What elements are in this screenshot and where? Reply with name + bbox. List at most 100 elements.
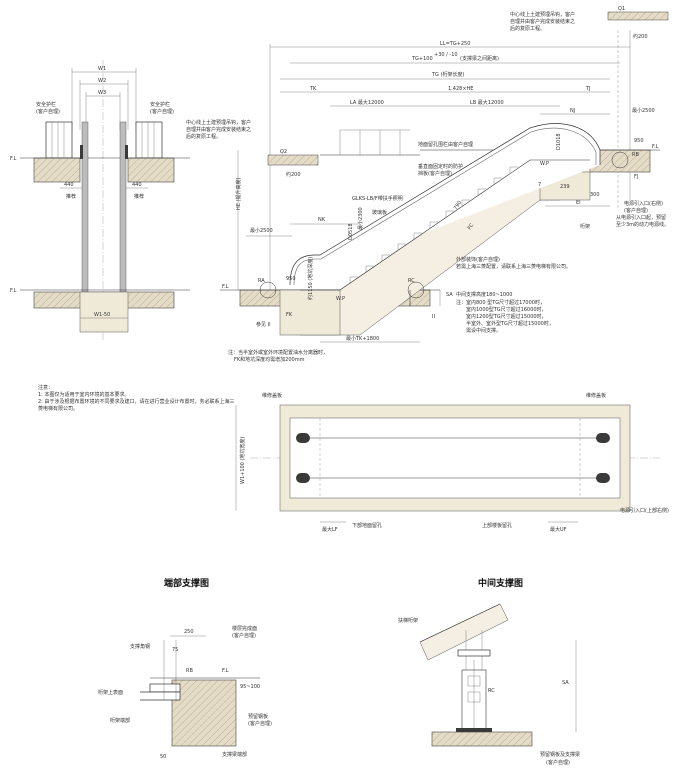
end-support-title: 端部支撑图 (164, 577, 209, 589)
dim-950-top: 950 (634, 138, 644, 144)
note-hook-top-2: 自理并由客户完成安装结束之 (510, 18, 575, 25)
note-power-4: 至少3m的动力电源线。 (616, 221, 669, 228)
dim-fk-range: 约1150 (地坑深度) (307, 257, 314, 300)
mid-embed-1: 预留钢板及支撑梁 (540, 751, 580, 758)
notes-item-1: 1: 本图仅为适用于室内环境的基本要求。 (38, 392, 130, 398)
note-outdoor-1: 注：当半室外或室外环境配置油水分离器时， (228, 349, 328, 356)
note-power-1: 电源引入口(右侧) (624, 200, 663, 207)
dim-ll: LL=TG+250 (440, 41, 470, 47)
dim-la: LA 最大12000 (350, 99, 384, 106)
plan-view: W1+100 (地坑宽度) 维修盖板 维修盖板 下部地面留孔 上部楼板留孔 最大… (235, 392, 669, 533)
plan-power: 电源引入口(上部右侧) (620, 507, 669, 514)
guard-label-right-2: (客户自理) (150, 108, 174, 115)
dim-200-left: 约200 (286, 171, 301, 178)
dim-fk: FK (286, 312, 293, 318)
end-support-view: 端部支撑图 250 75 RB F.L 95~100 50 支撑角钢 桁架上表面… (98, 577, 272, 760)
fl-top: F.L (10, 156, 17, 162)
end-dim-75: 75 (172, 647, 178, 653)
dim-tg100-tol: +30 / -10 (434, 52, 458, 58)
recommend-right: 推荐 (134, 193, 144, 200)
end-floor-2: (客户自理) (232, 632, 256, 639)
note-mid-4: 室内1200型TG尺寸超过15000时， (466, 313, 547, 320)
dim-7: 7 (538, 182, 541, 188)
dim-200-top: 约200 (633, 33, 648, 40)
mid-truss-label: 扶梯桁架 (398, 617, 418, 624)
dim-tj: TJ (585, 86, 591, 92)
label-rc: RC (408, 278, 415, 284)
dim-ei: EI (576, 200, 581, 206)
cross-section-view: W1 W2 W3 安全护栏 (客户自理) 安全护栏 (客户自理) F.L 440… (10, 60, 190, 340)
note-mid-5: 半室外、室外型TG尺寸超过15000时， (466, 320, 554, 327)
label-sa: SA (446, 292, 453, 298)
plan-width: W1+100 (地坑宽度) (239, 437, 246, 484)
dim-1428: 1.428×HE (448, 86, 473, 92)
dim-d1018: D1018 (556, 133, 562, 150)
guard-label-left-2: (客户自理) (36, 108, 60, 115)
guard-label-right-1: 安全护栏 (150, 101, 170, 108)
note-hook-top-1: 中心线上土建预埋吊钩，客户 (510, 11, 575, 18)
elevation-view: LL=TG+250 TG+100 +30 / -10 (支撑梁之间距离) TG … (186, 6, 669, 363)
end-dim-rb: RB (186, 668, 193, 674)
mid-support-view: 中间支撑图 扶梯桁架 RC SA 预留钢板及支撑梁 (客户自理) (398, 577, 580, 766)
note-floor-opening: 地面留孔围栏由客户自理 (418, 141, 473, 148)
mid-embed-2: (客户自理) (546, 759, 570, 766)
note-mid-2: 注：室内800 型TG尺寸超过17000时， (456, 299, 545, 306)
label-q2: Q2 (280, 149, 287, 155)
note-power-2: (客户自理) (624, 207, 648, 214)
end-dim-95: 95~100 (240, 684, 260, 690)
dim-d0518: D0518 (348, 223, 354, 240)
fl-bottom: F.L (10, 288, 17, 294)
mid-support-title: 中间支撑图 (478, 577, 523, 589)
end-dim-250: 250 (184, 629, 194, 635)
note-hook-mid-2: 自理并由客户完成安装结束之 (186, 126, 251, 133)
plan-lf: 最大LF (322, 526, 338, 533)
note-hook-mid-3: 后的复原工程。 (186, 133, 221, 140)
wp-bottom: W.P (336, 296, 345, 302)
note-mid-1: 中间支撑高度180~1000 (456, 291, 512, 298)
dim-w3: W3 (98, 90, 106, 96)
dim-nk: NK (318, 217, 326, 223)
notes-item-2: 2: 由于涉及根据布置环境的不同要求及建口，请在进行营业设计布置时，务必联系上海… (38, 399, 235, 412)
note-guard-1: 垂直面固定时的防护 (418, 163, 463, 170)
note-power-3: 从电源引入口起，预留 (616, 214, 666, 221)
note-glass: 玻璃板 (372, 209, 387, 216)
end-embed-2: (客户自理) (248, 720, 272, 727)
dim-min2300: 最小2300 (357, 207, 364, 230)
dim-min2500-top: 最小2500 (632, 107, 655, 114)
note-mid-3: 室内1000型TG尺寸超过16000时， (466, 306, 547, 313)
label-ii: II (432, 314, 435, 320)
dim-lb: LB 最大12000 (470, 99, 504, 106)
note-mid-6: 需设中间支撑。 (466, 327, 501, 334)
end-truss-end: 桁架端部 (110, 717, 130, 724)
note-cladding-2: 若需上海三菱配置，请联系上海三菱电梯有限公司。 (456, 263, 571, 270)
guard-label-left-1: 安全护栏 (36, 101, 56, 108)
dim-min2500-left: 最小2500 (250, 227, 273, 234)
mid-sa: SA (562, 680, 569, 686)
fl-left: F.L (222, 284, 229, 290)
dim-nj: NJ (570, 108, 575, 114)
note-hook-top-3: 后的复原工程。 (510, 25, 545, 32)
dim-tg100-note: (支撑梁之间距离) (460, 55, 499, 62)
end-embed-1: 预留钢板 (248, 713, 268, 720)
note-hook-mid-1: 中心线上土建预埋吊钩，客户 (186, 119, 251, 126)
note-handrail: GLKS-LB/F带扶手照明 (352, 195, 403, 202)
dim-tg: TG (桁架长度) (431, 71, 464, 78)
dim-440-left: 440 (64, 182, 74, 188)
dim-239: 239 (560, 184, 570, 190)
end-floor-1: 楼层完成面 (232, 625, 257, 632)
notes-title: 注意： (38, 385, 54, 391)
dim-440-right: 440 (132, 182, 142, 188)
note-truss: 桁架 (580, 223, 590, 230)
fl-right: F.L (652, 144, 659, 150)
dim-he: HE (提升高度) (235, 178, 242, 210)
dim-fj: FJ (634, 174, 638, 180)
dim-950-bottom: 950 (286, 276, 296, 282)
note-cladding-1: 外部装饰(客户自理) (456, 256, 500, 263)
end-angle: 支撑角钢 (130, 643, 150, 650)
dim-w1-50: W1-50 (94, 312, 110, 318)
end-fl: F.L (222, 668, 229, 674)
end-dim-50: 50 (160, 754, 166, 760)
dim-fc: FC (467, 222, 476, 231)
plan-upper-opening: 上部楼板留孔 (482, 522, 512, 529)
